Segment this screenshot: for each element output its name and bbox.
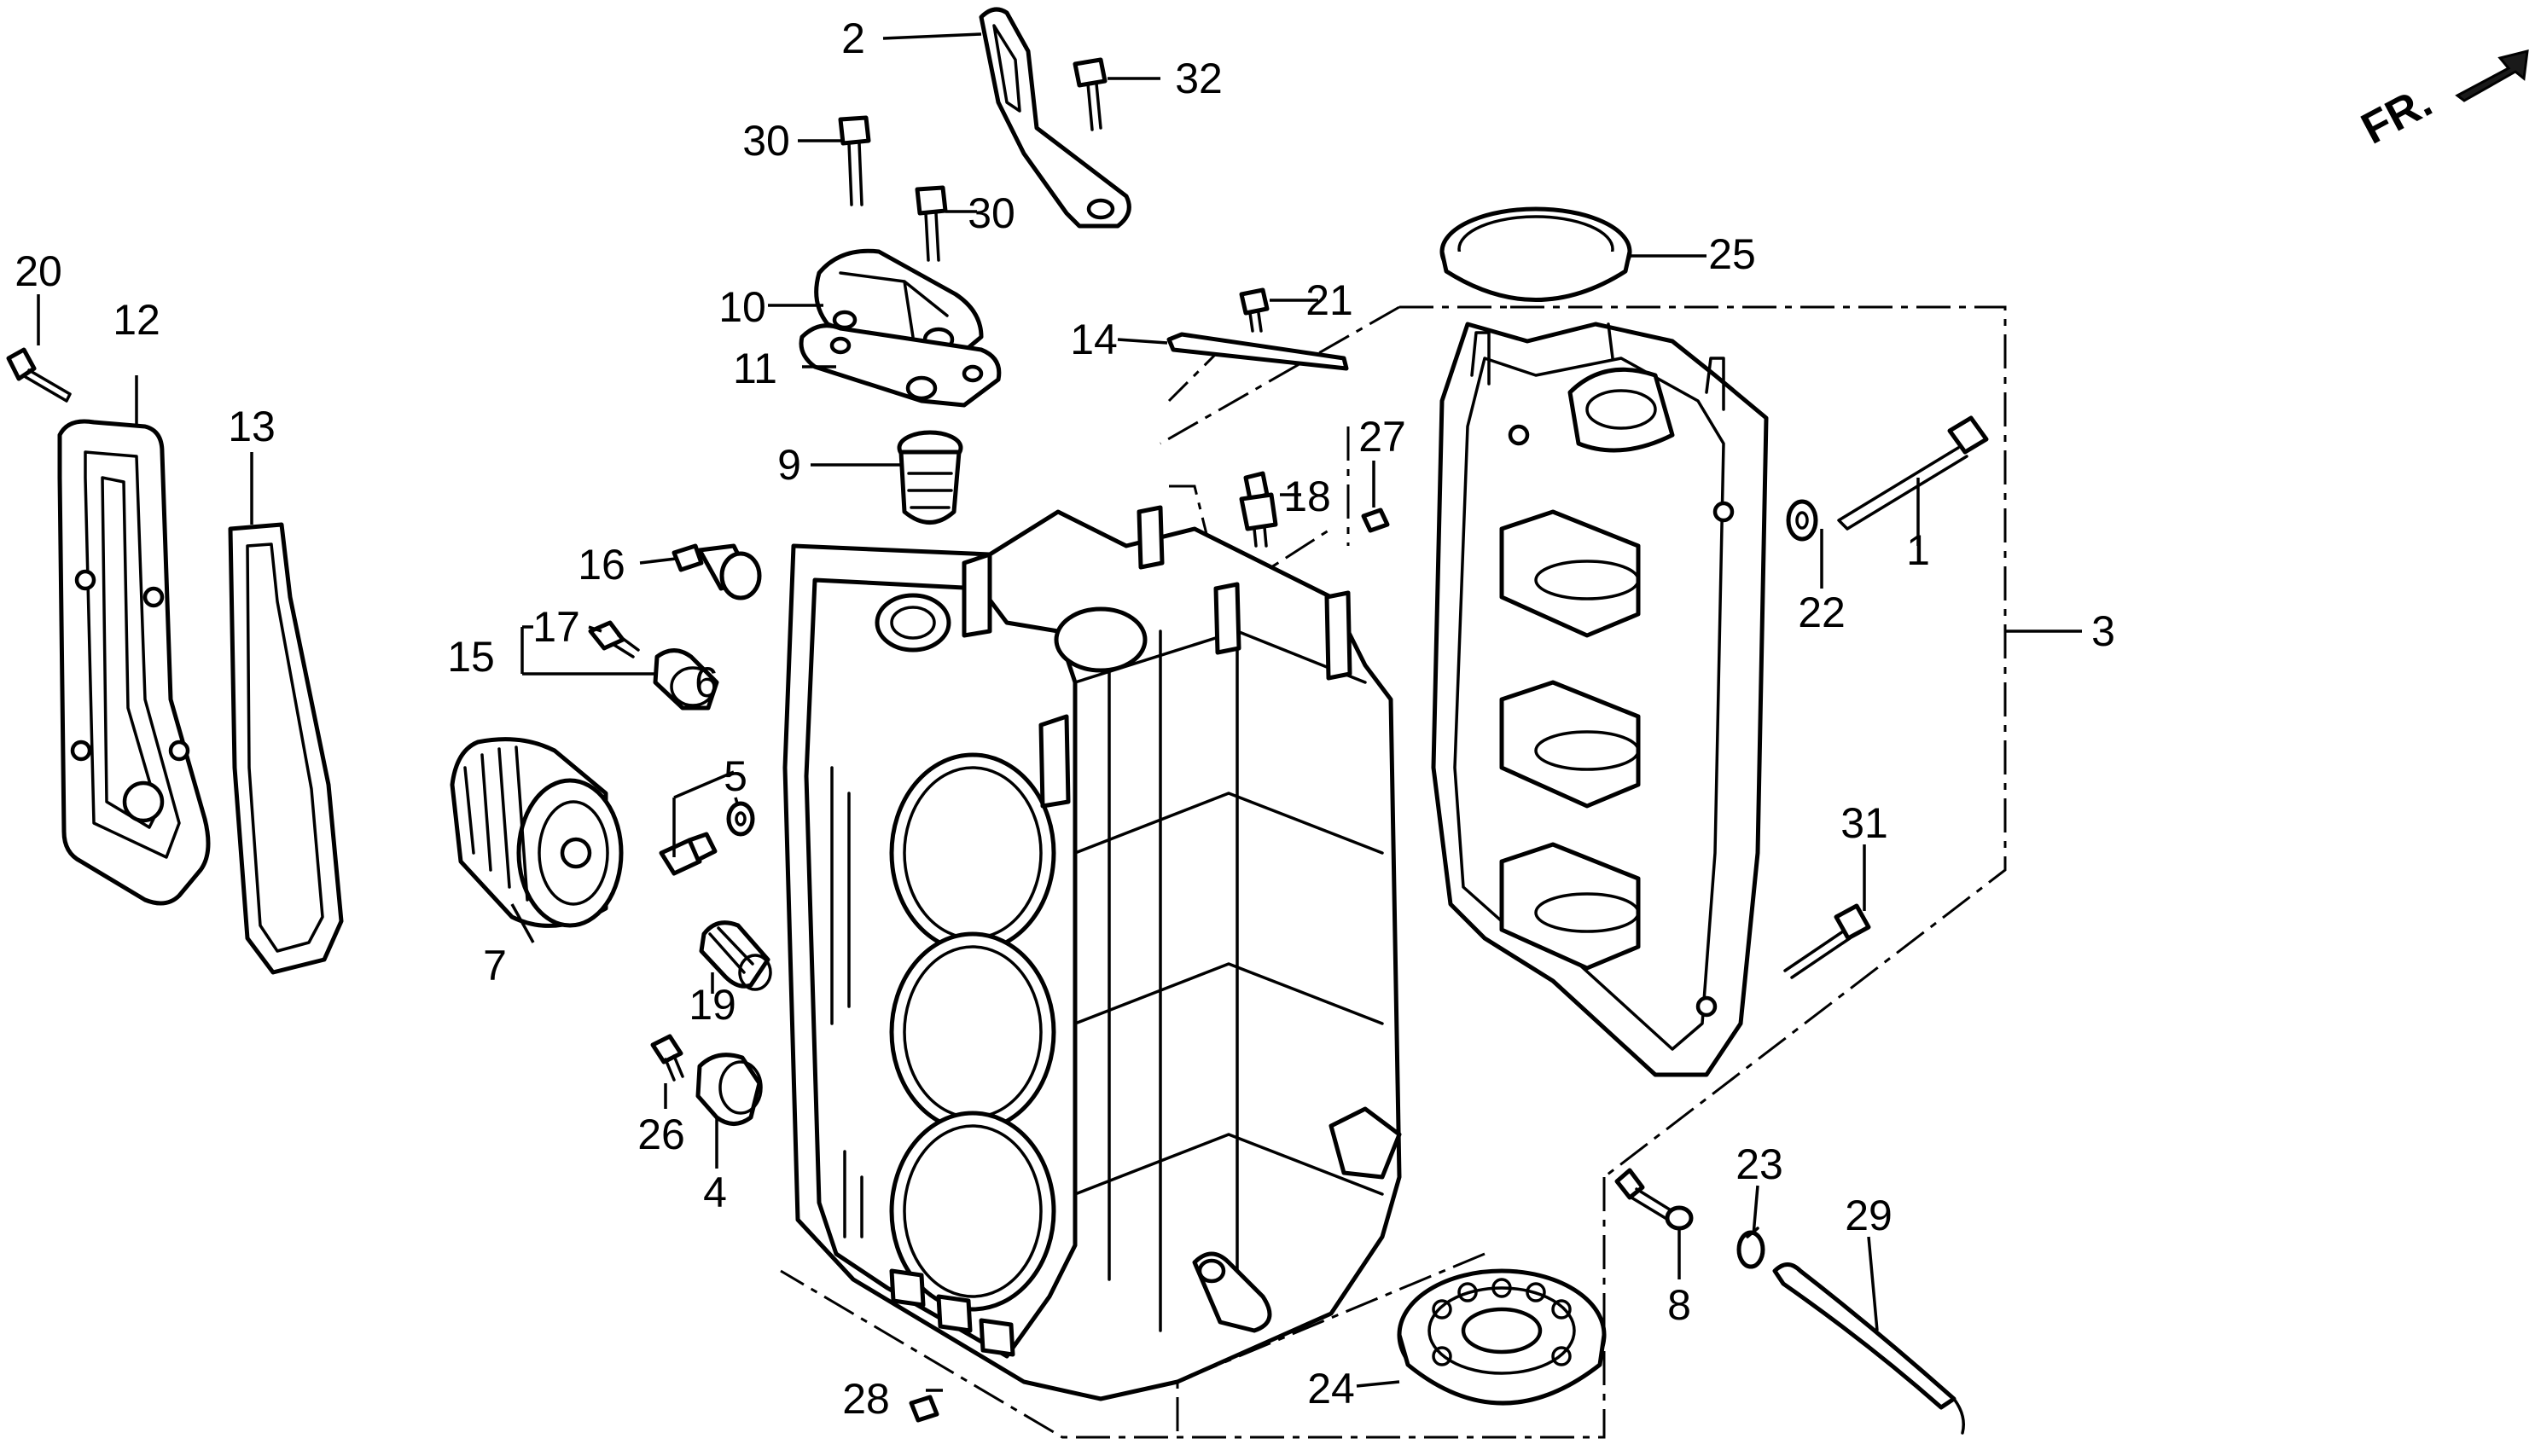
- part-9-thermostat: [897, 430, 963, 525]
- callout-29: 29: [1845, 1192, 1893, 1239]
- callout-7: 7: [483, 942, 507, 989]
- part-22-washer: [1786, 499, 1818, 542]
- part-30a-bolt: [838, 115, 871, 206]
- front-direction-label: FR.: [2353, 77, 2439, 154]
- callout-24: 24: [1307, 1365, 1355, 1412]
- callout-13: 13: [228, 403, 276, 450]
- engine-block: [782, 505, 1402, 1401]
- part-27-dowel-pin: [1361, 508, 1390, 533]
- part-20-bolt: [6, 347, 72, 403]
- part-31-bolt: [1783, 903, 1871, 979]
- callout-30a: 30: [742, 117, 790, 165]
- callout-21: 21: [1305, 276, 1353, 324]
- callout-1: 1: [1906, 526, 1930, 574]
- callout-4: 4: [703, 1169, 727, 1216]
- callout-23: 23: [1736, 1140, 1783, 1188]
- part-30b-bolt: [915, 185, 948, 262]
- part-6-bolt: [659, 832, 718, 876]
- callout-12: 12: [113, 296, 160, 344]
- callout-5: 5: [724, 752, 747, 800]
- callout-27: 27: [1358, 413, 1406, 461]
- callout-20: 20: [15, 247, 62, 295]
- callout-22: 22: [1798, 589, 1846, 636]
- part-24-bearing: [1397, 1268, 1607, 1406]
- part-4-collar: [695, 1053, 763, 1126]
- part-23-clip: [1736, 1227, 1765, 1269]
- callout-labels: 1 2 3 4 5 6 7 8 9 10 11 12 13 14 15 16 1…: [15, 15, 2115, 1423]
- part-25-oil-seal: [1439, 206, 1632, 302]
- callout-28: 28: [842, 1375, 890, 1423]
- part-32-bolt: [1073, 57, 1108, 131]
- callout-17: 17: [532, 603, 580, 651]
- callout-8: 8: [1667, 1281, 1691, 1329]
- part-28-dowel-pin: [909, 1395, 939, 1423]
- callout-31: 31: [1840, 799, 1888, 847]
- part-16-sensor: [672, 543, 762, 600]
- callout-15: 15: [447, 633, 495, 681]
- front-arrow-icon: [2455, 49, 2529, 102]
- part-7-oil-filter: [450, 737, 624, 928]
- callout-18: 18: [1283, 473, 1331, 520]
- callout-30b: 30: [968, 189, 1015, 237]
- part-18-valve: [1239, 471, 1278, 548]
- callout-16: 16: [578, 541, 625, 589]
- callout-2: 2: [841, 15, 865, 62]
- callout-6: 6: [695, 658, 718, 706]
- callout-14: 14: [1070, 316, 1118, 363]
- part-8-nipple: [1614, 1168, 1694, 1231]
- part-2-bracket: [979, 7, 1131, 229]
- part-29-tube: [1772, 1262, 1965, 1435]
- callout-3: 3: [2091, 607, 2115, 655]
- callout-19: 19: [689, 981, 736, 1029]
- callout-9: 9: [777, 441, 801, 489]
- callout-10: 10: [718, 283, 766, 331]
- part-11-gasket: [799, 323, 1002, 408]
- callout-32: 32: [1175, 55, 1223, 102]
- leader-lines: [37, 32, 2082, 1392]
- callout-26: 26: [637, 1111, 685, 1158]
- part-14-clip: [1166, 332, 1349, 371]
- part-1-long-bolt: [1837, 415, 1989, 531]
- front-direction-indicator: FR.: [2353, 49, 2529, 154]
- part-17-screw: [588, 620, 640, 658]
- part-12-cover-plate: [57, 419, 211, 906]
- part-21-bolt: [1239, 287, 1270, 333]
- part-13-gasket: [228, 522, 344, 975]
- part-26-bolt: [650, 1034, 684, 1082]
- part-6-switch-body: [653, 648, 719, 711]
- part-19-plug: [699, 920, 772, 991]
- callout-25: 25: [1708, 230, 1756, 278]
- part-5-washer: [726, 801, 755, 837]
- callout-11: 11: [733, 345, 777, 392]
- part-3-crankcase: [1431, 322, 1769, 1077]
